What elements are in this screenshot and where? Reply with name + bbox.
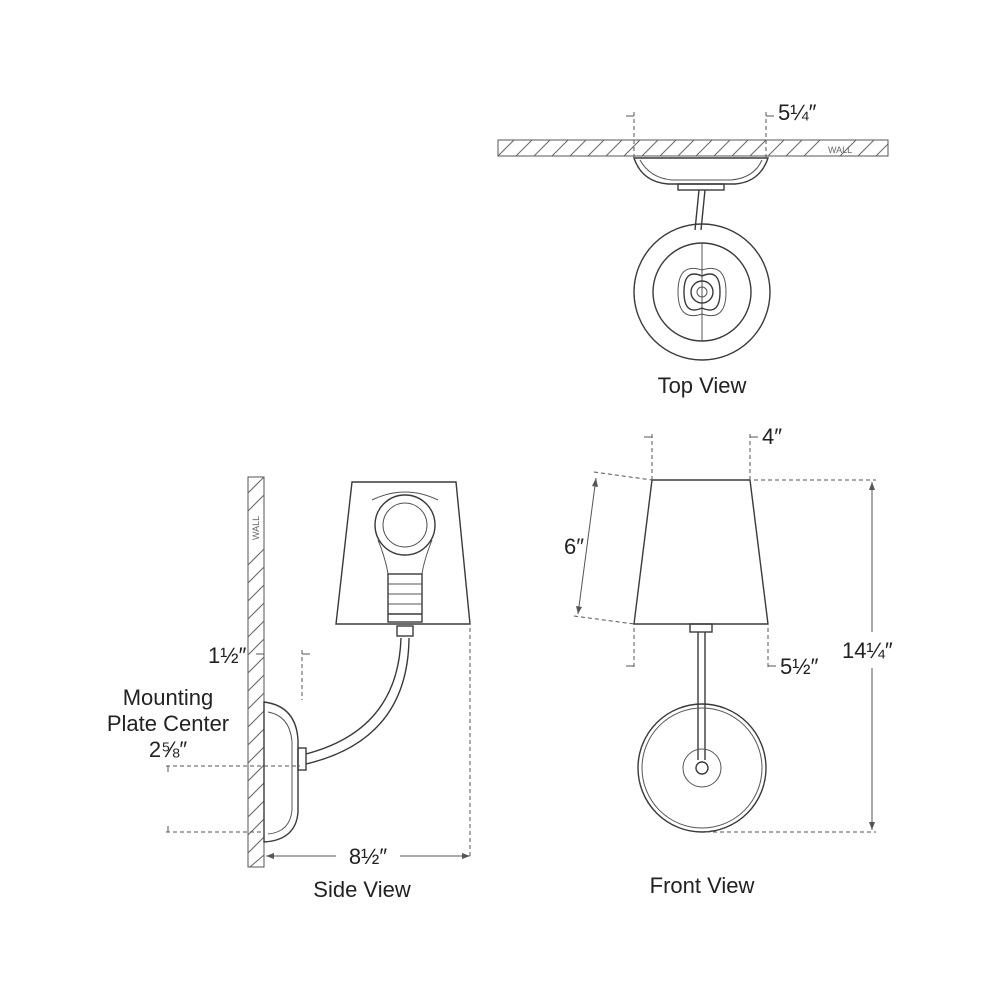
front-view-title: Front View bbox=[650, 873, 755, 898]
top-socket-ring bbox=[677, 267, 727, 317]
side-bulb bbox=[374, 494, 436, 556]
side-bulb-neck bbox=[377, 539, 433, 575]
front-backplate-inner bbox=[641, 707, 763, 829]
front-mount-hub bbox=[695, 761, 709, 775]
front-dim-height-arrow-top bbox=[592, 478, 598, 487]
top-bulb-center bbox=[696, 286, 708, 298]
shade-height-label: 6″ bbox=[564, 534, 584, 559]
top-bulb-icon bbox=[690, 280, 714, 304]
side-arm-mount bbox=[297, 747, 307, 771]
side-dim-arrow-left bbox=[266, 853, 274, 859]
front-dim-height-line bbox=[577, 477, 597, 615]
top-view-title: Top View bbox=[658, 373, 747, 398]
mounting-label-line1: Mounting bbox=[123, 685, 214, 710]
top-wall-hatch bbox=[497, 139, 889, 157]
top-arm-left bbox=[694, 189, 700, 231]
side-bulb-inner bbox=[382, 502, 428, 548]
front-dim-overall-arrow-top bbox=[869, 482, 875, 490]
overall-height-label: 14¼″ bbox=[842, 638, 893, 663]
top-width-label: 5¼″ bbox=[778, 100, 817, 125]
side-arm-cap bbox=[396, 625, 414, 637]
front-view: 4″ 6″ 5½″ 14¼″ Front View bbox=[564, 424, 893, 898]
side-socket bbox=[387, 573, 423, 623]
top-shade-outer bbox=[633, 223, 771, 361]
front-stem-cap bbox=[689, 623, 713, 633]
side-wall-label: WALL bbox=[251, 516, 261, 540]
extension-label: 8½″ bbox=[349, 844, 388, 869]
mounting-center-label: 2⅝″ bbox=[149, 737, 188, 762]
mounting-label-line2: Plate Center bbox=[107, 711, 229, 736]
side-arm-upper bbox=[305, 637, 402, 755]
front-shade bbox=[633, 479, 769, 625]
front-dim-overall-arrow-bottom bbox=[869, 822, 875, 830]
front-dim-height-ext-bottom bbox=[573, 615, 635, 625]
side-dim-arrow-right bbox=[462, 853, 470, 859]
side-view: WALL 1½″ Mounting Plate Center 2⅝″ bbox=[107, 476, 471, 902]
top-wall-label: WALL bbox=[828, 145, 852, 155]
top-socket-outline bbox=[683, 273, 721, 311]
side-backplate bbox=[263, 701, 299, 843]
front-backplate-outer bbox=[637, 703, 767, 833]
top-view: WALL 5¼″ Top View bbox=[497, 100, 889, 398]
side-shade-top-curve bbox=[371, 491, 439, 501]
front-dim-height-arrow-bottom bbox=[576, 606, 582, 614]
top-backplate-inner bbox=[639, 159, 763, 181]
top-backplate bbox=[633, 157, 769, 185]
side-arm-lower bbox=[305, 637, 410, 765]
side-view-title: Side View bbox=[313, 877, 411, 902]
shade-top-width-label: 4″ bbox=[762, 424, 782, 449]
front-dim-height-ext-top bbox=[593, 471, 653, 481]
top-wall-band bbox=[497, 139, 889, 157]
side-shade bbox=[335, 481, 471, 625]
side-backplate-inner bbox=[267, 711, 293, 835]
shade-bottom-width-label: 5½″ bbox=[780, 654, 819, 679]
top-stem-mount bbox=[677, 183, 725, 191]
wall-offset-label: 1½″ bbox=[208, 643, 247, 668]
front-mount-ring bbox=[682, 748, 722, 788]
side-wall-band bbox=[247, 476, 265, 868]
